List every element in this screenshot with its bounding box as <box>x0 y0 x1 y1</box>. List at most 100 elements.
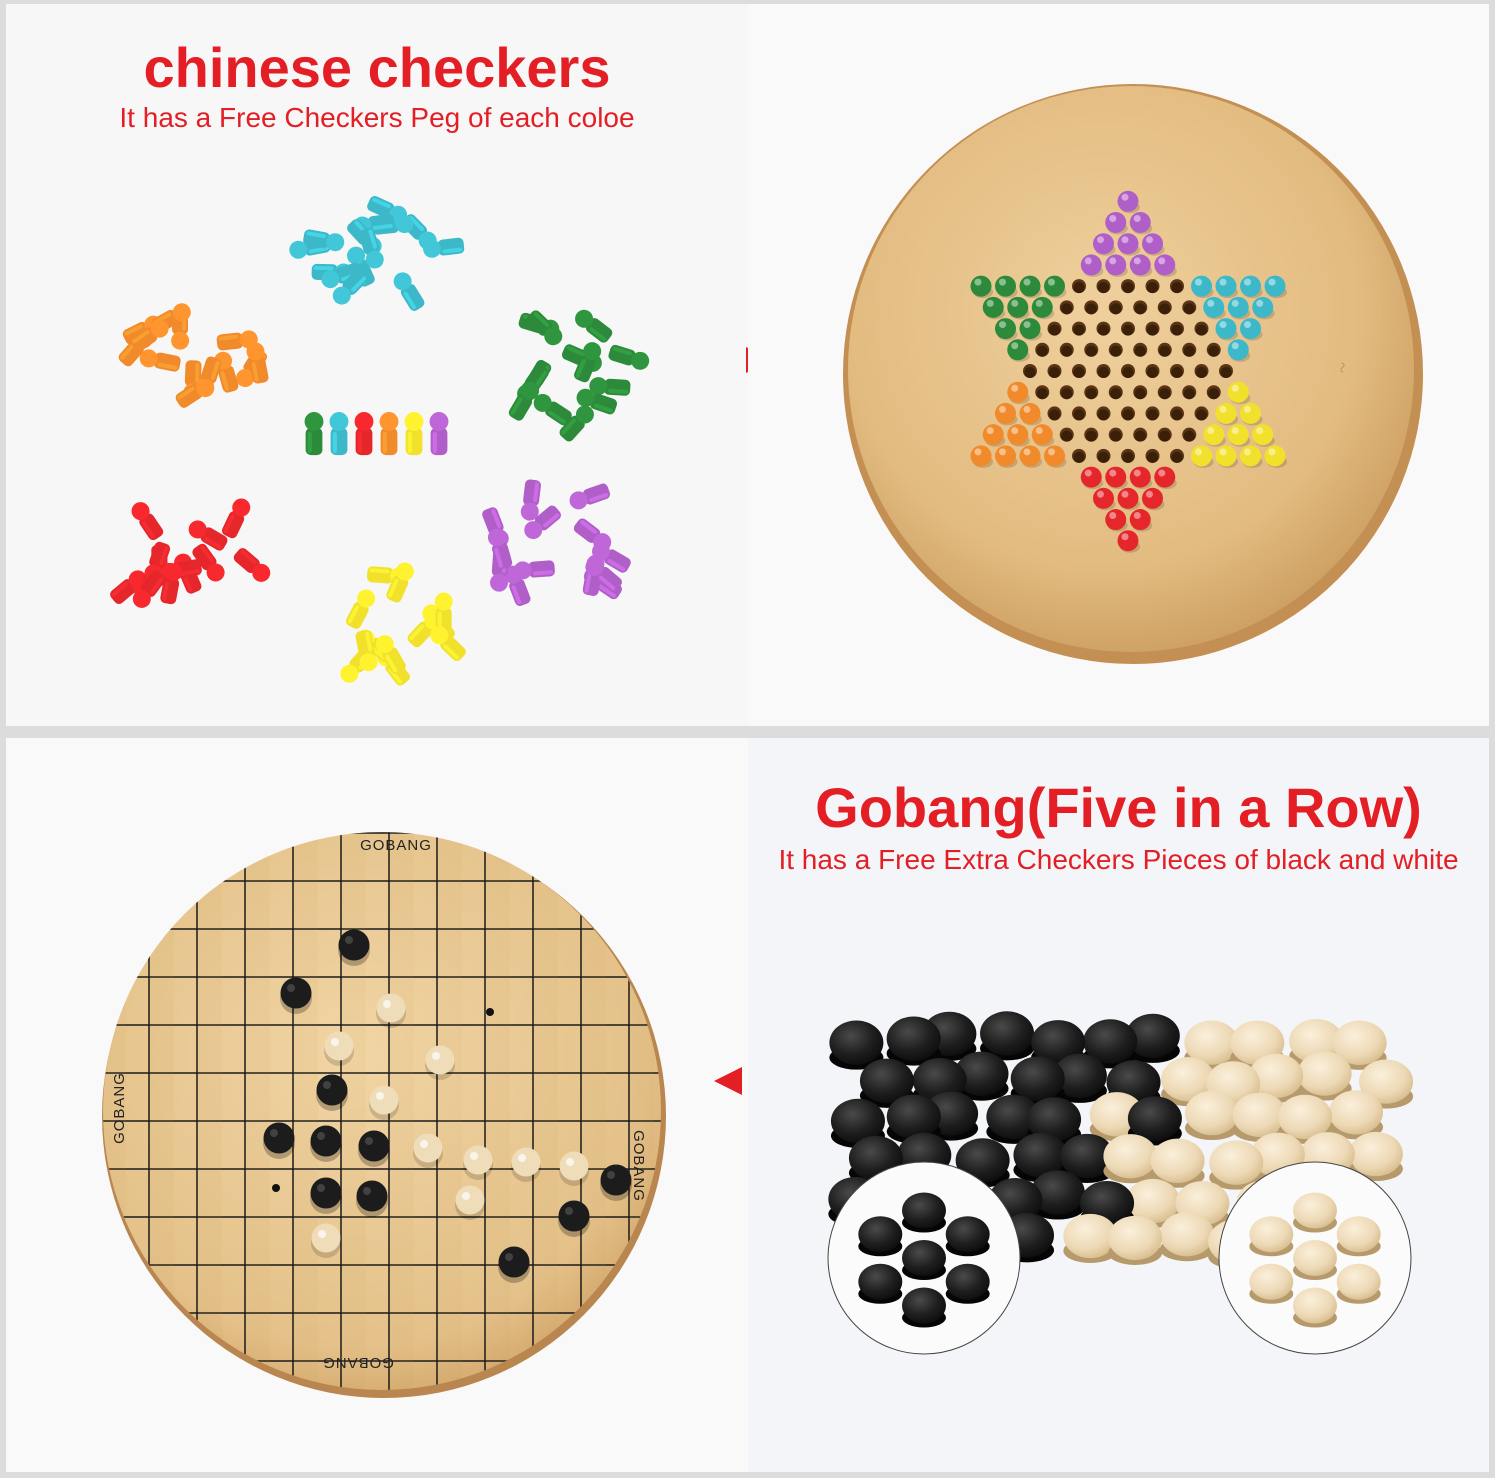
arrow-left-icon <box>714 1067 742 1095</box>
white-stone <box>559 1151 589 1181</box>
black-stone <box>600 1164 632 1196</box>
black-piece <box>1052 1053 1107 1099</box>
white-piece <box>1159 1212 1214 1257</box>
peg <box>131 502 164 541</box>
peg <box>358 227 384 269</box>
peg <box>585 558 622 592</box>
marble <box>1019 318 1041 340</box>
black-piece <box>902 1239 946 1277</box>
marble <box>1203 296 1225 318</box>
marble <box>970 445 992 467</box>
marble <box>1019 402 1041 424</box>
marble <box>1227 339 1249 361</box>
peg <box>430 626 466 662</box>
marble <box>1142 487 1163 509</box>
black-piece <box>1031 1020 1086 1065</box>
marble <box>1117 190 1139 212</box>
marble <box>1105 509 1127 531</box>
black-piece <box>1083 1019 1138 1064</box>
black-piece <box>1013 1132 1068 1178</box>
white-piece <box>1293 1239 1337 1277</box>
marble <box>1240 445 1261 467</box>
white-stone <box>369 1085 399 1115</box>
marble <box>1007 424 1029 446</box>
black-stone <box>338 929 370 961</box>
marble <box>995 275 1016 297</box>
white-piece <box>1297 1051 1352 1096</box>
black-piece <box>886 1094 941 1139</box>
peg <box>608 344 650 370</box>
black-piece <box>980 1011 1035 1056</box>
marble <box>1019 275 1041 297</box>
gobang-pieces-panel: Gobang(Five in a Row) It has a Free Extr… <box>748 738 1489 1472</box>
marble <box>1227 296 1249 318</box>
checkers-title: chinese checkers <box>143 36 611 99</box>
white-piece <box>1249 1216 1294 1253</box>
peg <box>196 356 222 398</box>
white-piece <box>1348 1131 1403 1177</box>
checkers-subtitle: It has a Free Checkers Peg of each coloe <box>119 102 635 133</box>
gobang-pieces-pile <box>827 1011 1414 1355</box>
marble <box>1129 254 1151 276</box>
peg <box>216 330 258 351</box>
black-stone <box>358 1130 390 1162</box>
marble <box>1191 275 1212 297</box>
marble <box>1093 487 1114 509</box>
peg <box>429 412 449 456</box>
white-piece <box>1063 1213 1118 1259</box>
black-piece <box>1125 1013 1180 1059</box>
marble <box>995 318 1016 340</box>
marble <box>982 296 1004 318</box>
marble <box>1240 318 1261 340</box>
marble <box>1007 381 1029 403</box>
gobang-board-panel: GOBANG GOBANG GOBANG GOBANG <box>6 738 748 1472</box>
marble <box>1031 424 1053 446</box>
white-piece <box>1103 1134 1158 1179</box>
peg <box>520 479 541 521</box>
black-stone <box>558 1200 590 1232</box>
peg <box>214 351 239 393</box>
gobang-title: Gobang(Five in a Row) <box>815 776 1422 839</box>
white-piece <box>1184 1090 1239 1136</box>
peg <box>332 269 368 305</box>
white-piece <box>1293 1287 1337 1324</box>
black-piece <box>1010 1056 1065 1101</box>
marble <box>1252 424 1274 446</box>
peg <box>221 498 251 539</box>
peg <box>355 630 378 672</box>
gobang-label-top: GOBANG <box>360 837 432 854</box>
star-point <box>272 1184 280 1192</box>
black-piece <box>859 1058 914 1103</box>
marble <box>1215 275 1237 297</box>
marble <box>1080 466 1102 488</box>
white-piece <box>1328 1090 1383 1135</box>
black-piece <box>858 1263 903 1300</box>
peg <box>354 412 374 456</box>
marble <box>1044 275 1065 297</box>
white-piece <box>1332 1020 1387 1065</box>
peg <box>192 543 225 582</box>
marble <box>1129 466 1151 488</box>
marble <box>1227 381 1249 403</box>
peg <box>303 229 345 252</box>
peg <box>508 381 540 421</box>
peg <box>574 342 602 383</box>
peg <box>423 237 465 258</box>
checkers-pegs-panel: chinese checkers It has a Free Checkers … <box>6 4 748 726</box>
peg <box>576 388 618 415</box>
white-stone <box>311 1223 341 1253</box>
marble <box>1240 275 1261 297</box>
white-piece <box>1336 1263 1381 1300</box>
marble <box>1080 254 1102 276</box>
marble <box>1129 211 1151 233</box>
marble <box>1227 424 1249 446</box>
peg <box>404 412 424 456</box>
black-piece <box>858 1216 903 1253</box>
white-piece <box>1230 1020 1285 1065</box>
marble <box>1215 445 1237 467</box>
marble <box>1007 339 1029 361</box>
marble <box>1215 318 1237 340</box>
white-piece <box>1232 1092 1287 1137</box>
gobang-label-left: GOBANG <box>111 1072 128 1144</box>
peg <box>329 412 349 456</box>
